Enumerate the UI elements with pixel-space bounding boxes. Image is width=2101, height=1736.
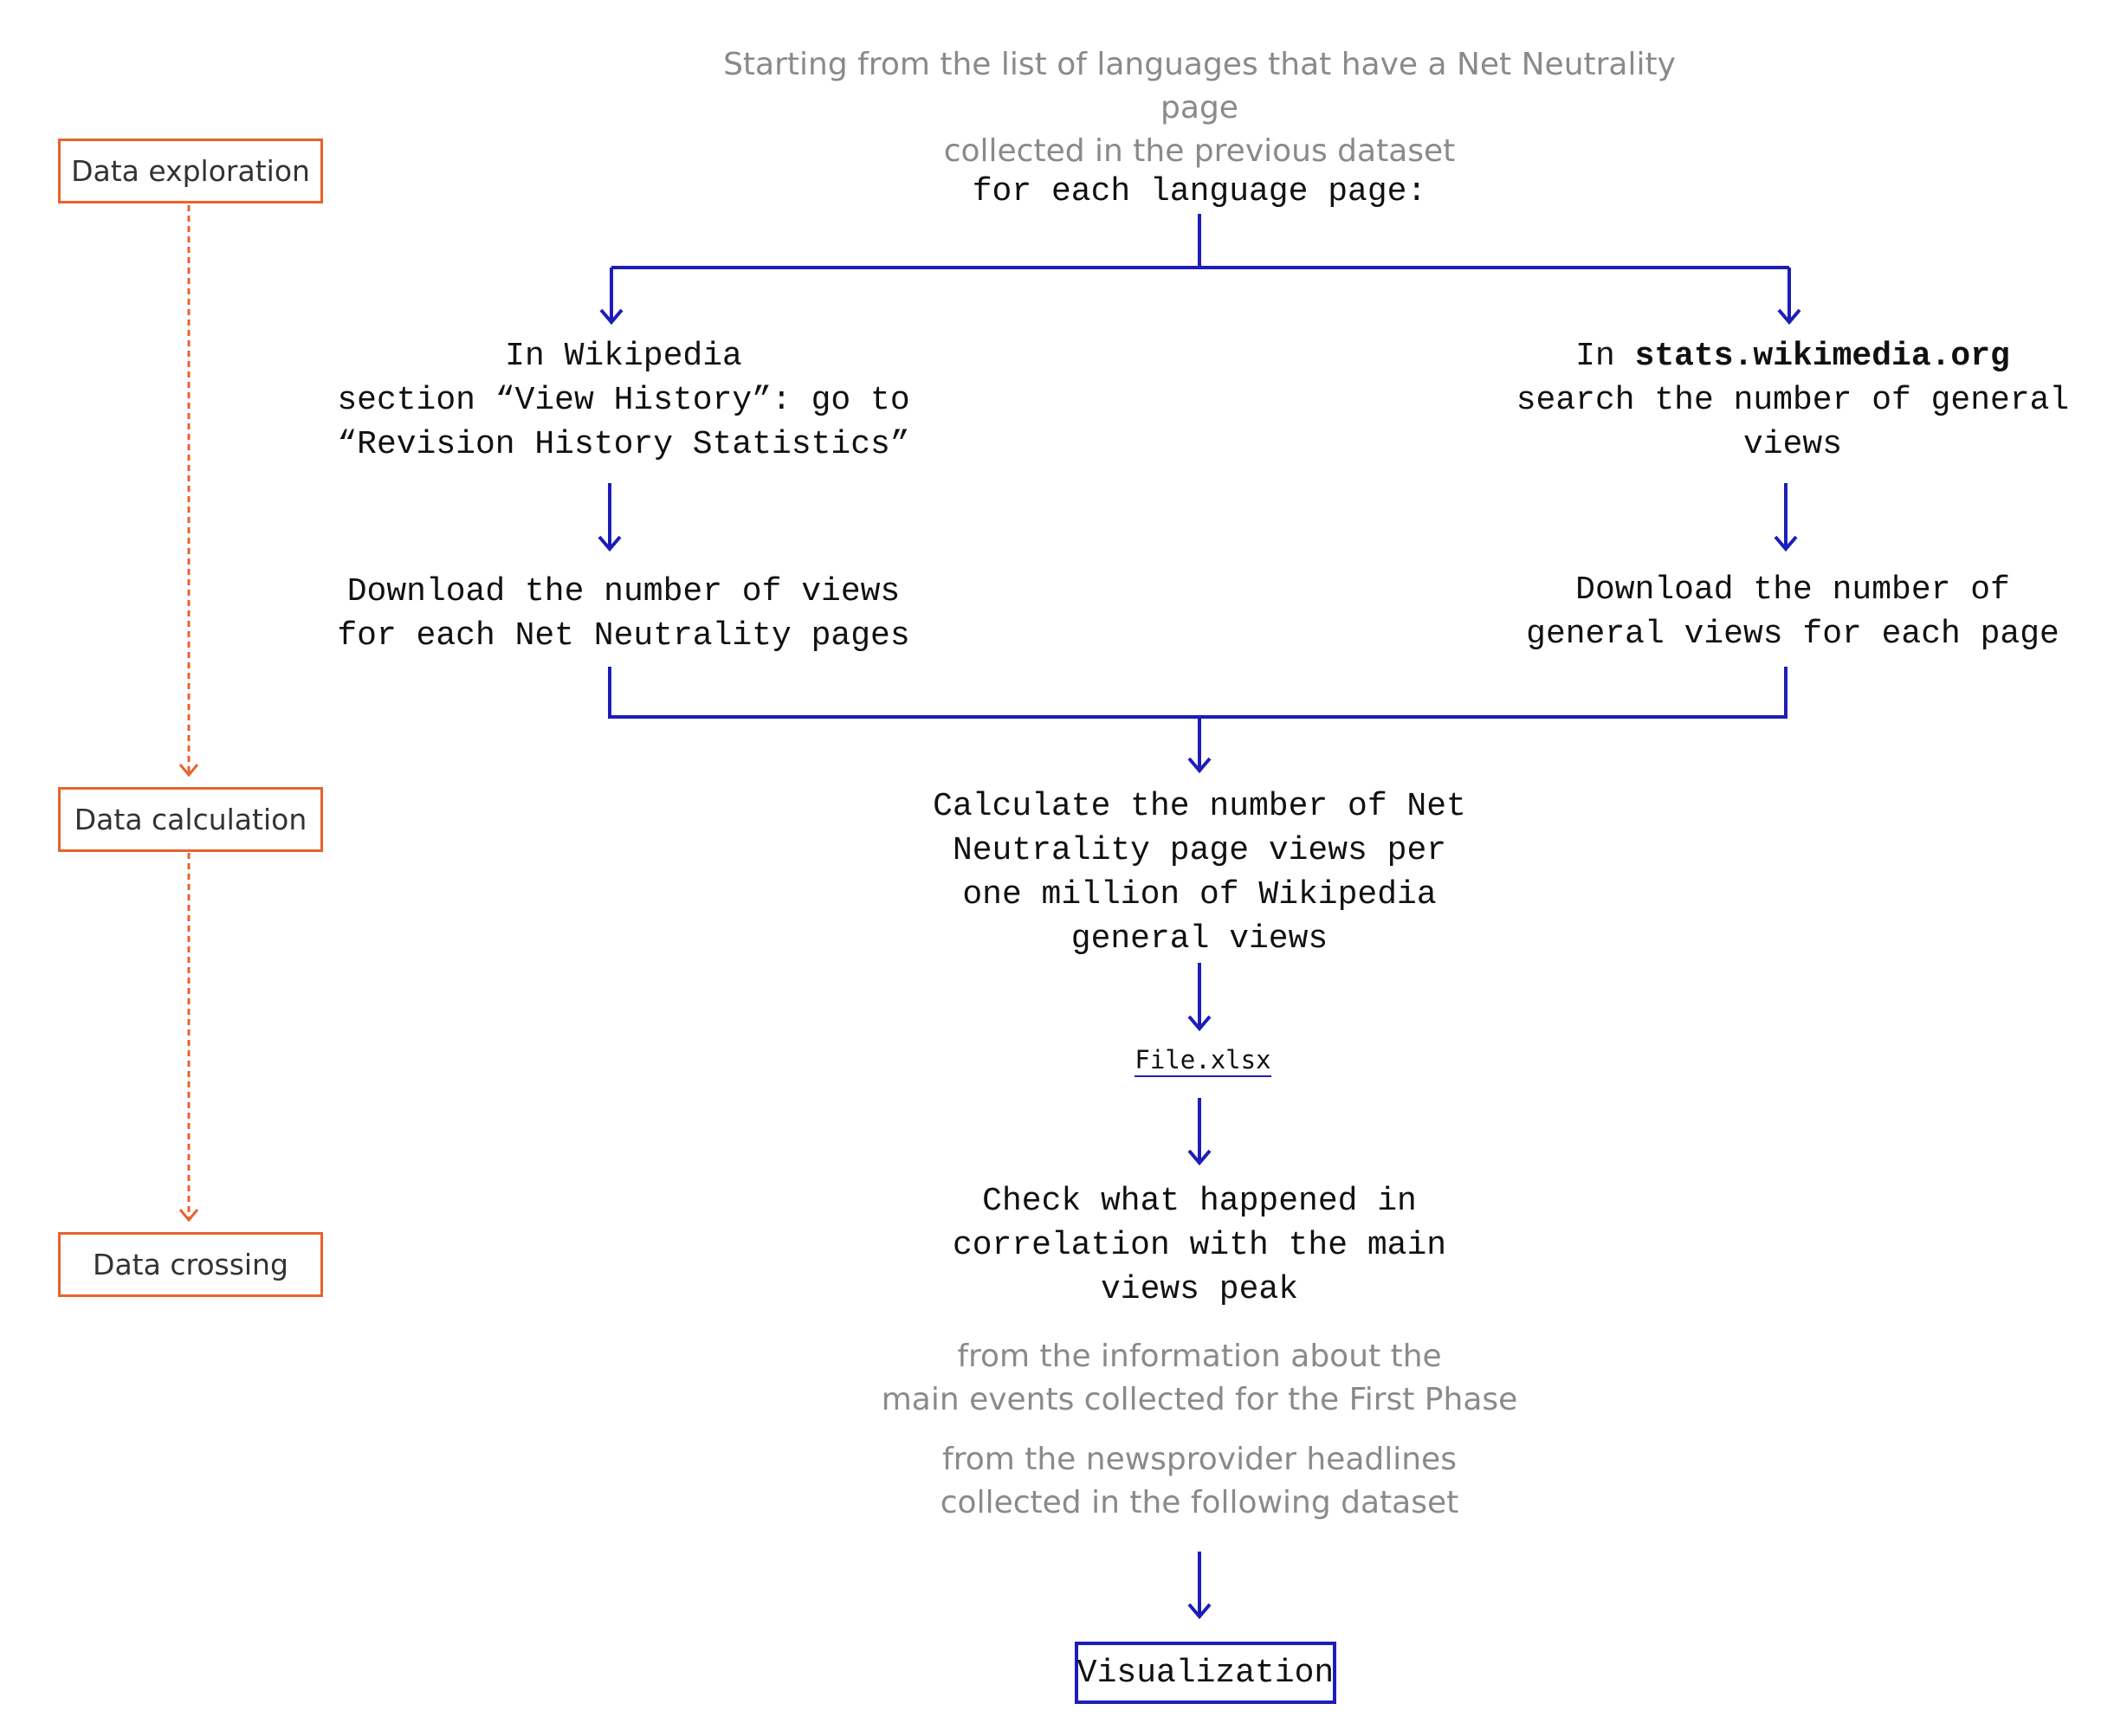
arrow-to-check xyxy=(1187,1098,1212,1166)
stage-data-calculation: Data calculation xyxy=(58,787,323,852)
step-line: one million of Wikipedia xyxy=(962,876,1437,913)
loop-label: for each language page: xyxy=(940,170,1459,214)
stage-label: Data calculation xyxy=(74,803,307,836)
right-step-download-general-views: Download the number of general views for… xyxy=(1472,568,2101,656)
arrow-left-step xyxy=(598,483,622,552)
step-line: search the number of general xyxy=(1516,382,2070,419)
arrow-to-visualization xyxy=(1187,1552,1212,1620)
arrow-to-file xyxy=(1187,963,1212,1032)
loop-label-text: for each language page: xyxy=(972,173,1427,210)
left-step-download-views: Download the number of views for each Ne… xyxy=(303,570,944,658)
note-line: Starting from the list of languages that… xyxy=(723,47,1676,126)
stage-data-exploration: Data exploration xyxy=(58,139,323,203)
step-line: general views for each page xyxy=(1526,616,2059,653)
step-line: section “View History”: go to xyxy=(337,382,910,419)
step-line: general views xyxy=(1070,920,1328,958)
step-line: Download the number of xyxy=(1575,571,2010,609)
step-line: for each Net Neutrality pages xyxy=(337,617,910,655)
intro-note: Starting from the list of languages that… xyxy=(680,43,1719,173)
step-line: “Revision History Statistics” xyxy=(337,426,910,463)
output-file: File.xlsx xyxy=(1116,1045,1290,1077)
step-line: In stats.wikimedia.org xyxy=(1472,334,2101,378)
step-prefix: In xyxy=(1575,338,1635,375)
source-note-newsprovider: from the newsprovider headlines collecte… xyxy=(810,1438,1589,1525)
step-line: Neutrality page views per xyxy=(952,832,1447,869)
step-line: views xyxy=(1742,426,1843,463)
stage-label: Data crossing xyxy=(93,1248,288,1281)
step-line: views peak xyxy=(1100,1271,1299,1308)
stage-data-crossing: Data crossing xyxy=(58,1232,323,1297)
stage-label: Data exploration xyxy=(71,154,310,188)
arrow-right-step xyxy=(1774,483,1798,552)
arrowhead-right-branch xyxy=(1777,308,1801,326)
step-line: Check what happened in xyxy=(982,1183,1417,1220)
split-connector xyxy=(610,214,1791,320)
visualization-label: Visualization xyxy=(1076,1654,1335,1692)
step-line: Calculate the number of Net xyxy=(933,788,1466,825)
note-line: collected in the previous dataset xyxy=(943,133,1456,169)
stage-arrowhead-2 xyxy=(178,1209,199,1223)
left-step-wikipedia: In Wikipedia section “View History”: go … xyxy=(303,334,944,467)
arrow-to-calculate xyxy=(1187,717,1212,774)
right-step-wikimedia-stats: In stats.wikimedia.org search the number… xyxy=(1472,334,2101,467)
check-step: Check what happened in correlation with … xyxy=(896,1179,1503,1312)
stage-arrowhead-1 xyxy=(178,764,199,778)
merge-connector xyxy=(608,667,1787,719)
note-line: from the information about the xyxy=(957,1339,1442,1374)
note-line: collected in the following dataset xyxy=(940,1485,1459,1520)
calculate-step: Calculate the number of Net Neutrality p… xyxy=(896,784,1503,961)
visualization-box: Visualization xyxy=(1075,1642,1336,1704)
note-line: main events collected for the First Phas… xyxy=(881,1382,1518,1417)
step-line: In Wikipedia xyxy=(505,338,742,375)
step-line: correlation with the main xyxy=(952,1227,1447,1264)
arrowhead-left-branch xyxy=(599,308,624,326)
output-file-name: File.xlsx xyxy=(1135,1045,1271,1077)
note-line: from the newsprovider headlines xyxy=(942,1442,1457,1477)
stats-site-name: stats.wikimedia.org xyxy=(1634,338,2010,375)
step-line: Download the number of views xyxy=(346,573,901,610)
source-note-first-phase: from the information about the main even… xyxy=(810,1335,1589,1422)
